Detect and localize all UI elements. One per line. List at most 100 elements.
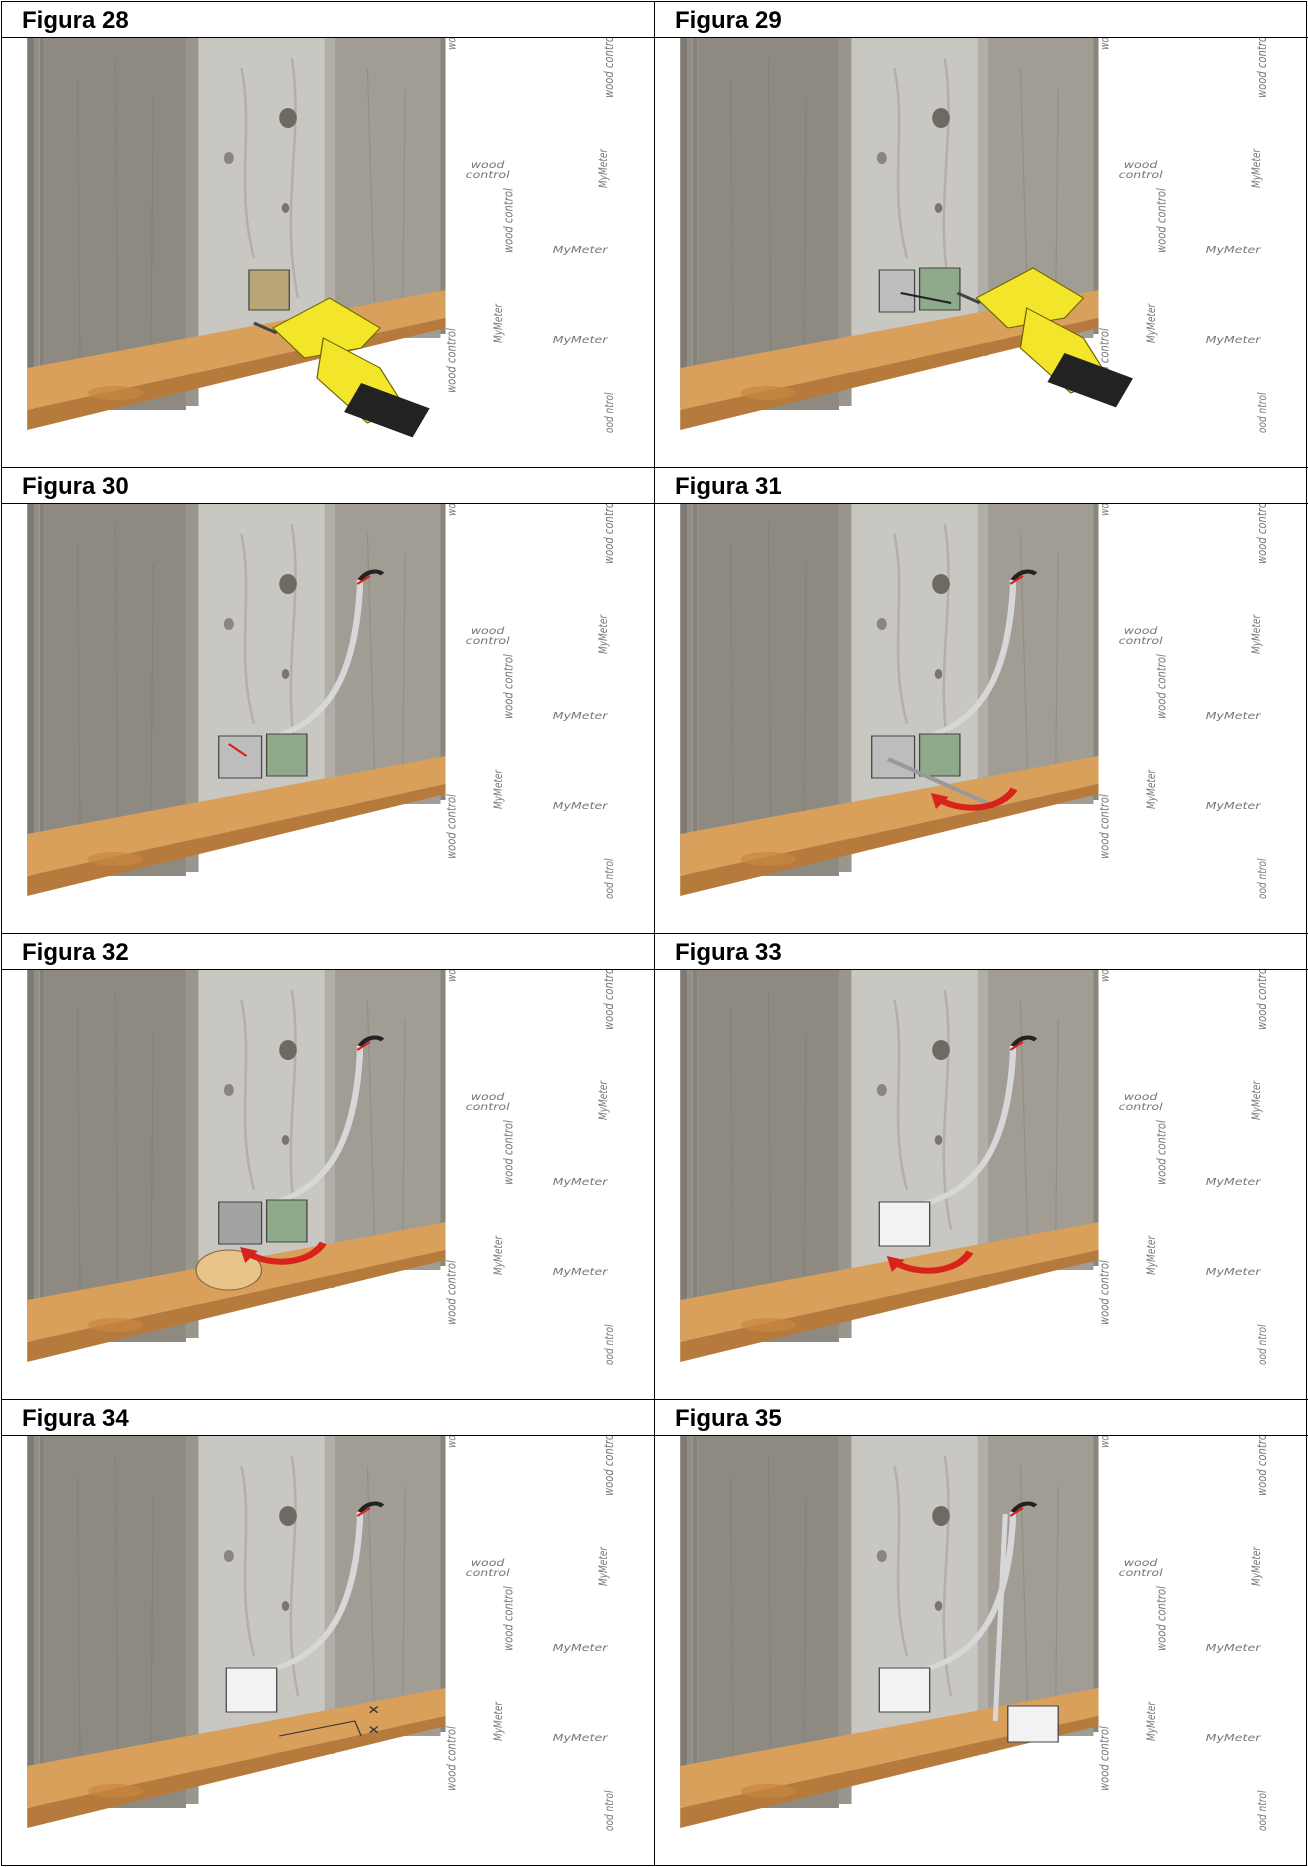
figure-illustration: wood controlwoodcontrolwood controlMyMet… (655, 970, 1307, 1399)
svg-text:wood control: wood control (443, 328, 459, 393)
figure-caption: Figura 29 (655, 2, 1308, 38)
svg-text:MyMeter: MyMeter (493, 1235, 505, 1275)
svg-text:MyMeter: MyMeter (1251, 1546, 1263, 1586)
watermark-text: wood control (447, 1436, 459, 1448)
svg-text:MyMeter: MyMeter (553, 1265, 609, 1277)
svg-text:wood control: wood control (500, 1120, 516, 1185)
svg-text:wood control: wood control (500, 188, 516, 253)
svg-text:ood ntrol: ood ntrol (604, 392, 616, 433)
figure-33: Figura 33 wood controlwoodcontrolwood co… (655, 934, 1308, 1400)
svg-text:wood control: wood control (1254, 504, 1270, 564)
watermark-text: wood control (1100, 38, 1112, 50)
figure-illustration: wood controlwoodcontrolwood controlMyMet… (2, 970, 654, 1399)
svg-text:wood control: wood control (1153, 654, 1169, 719)
figure-caption: Figura 31 (655, 468, 1308, 504)
svg-text:wood control: wood control (1096, 1726, 1112, 1791)
svg-text:control: control (466, 1100, 511, 1112)
svg-text:MyMeter: MyMeter (1251, 148, 1263, 188)
svg-text:ood ntrol: ood ntrol (1257, 1790, 1269, 1831)
svg-text:MyMeter: MyMeter (1206, 1265, 1262, 1277)
svg-text:wood control: wood control (500, 654, 516, 719)
svg-text:✕: ✕ (367, 1723, 380, 1736)
figure-caption: Figura 32 (2, 934, 654, 970)
svg-text:control: control (1119, 168, 1164, 180)
svg-text:ood ntrol: ood ntrol (1257, 858, 1269, 899)
figure-32: Figura 32 wood controlwoodcontrolwood co… (2, 934, 655, 1400)
watermark-text: wood control (1100, 1436, 1112, 1448)
svg-text:MyMeter: MyMeter (1206, 243, 1262, 255)
svg-text:MyMeter: MyMeter (598, 1546, 610, 1586)
svg-text:MyMeter: MyMeter (553, 1731, 609, 1743)
svg-text:wood control: wood control (500, 1586, 516, 1651)
svg-text:ood ntrol: ood ntrol (604, 858, 616, 899)
svg-text:MyMeter: MyMeter (553, 1641, 609, 1653)
svg-text:MyMeter: MyMeter (1206, 333, 1262, 345)
figure-35: Figura 35 wood controlwoodcontrolwood co… (655, 1400, 1308, 1866)
svg-text:ood ntrol: ood ntrol (1257, 392, 1269, 433)
svg-text:wood control: wood control (601, 504, 617, 564)
svg-text:wood control: wood control (1096, 1260, 1112, 1325)
svg-text:MyMeter: MyMeter (553, 799, 609, 811)
figure-31: Figura 31 wood controlwoodcontrolwood co… (655, 468, 1308, 934)
svg-text:MyMeter: MyMeter (1146, 1701, 1158, 1741)
svg-text:MyMeter: MyMeter (493, 1701, 505, 1741)
figure-30: Figura 30 wood controlwoodcontrolwood co… (2, 468, 655, 934)
svg-text:wood control: wood control (601, 970, 617, 1030)
svg-text:MyMeter: MyMeter (1146, 1235, 1158, 1275)
svg-text:MyMeter: MyMeter (1146, 303, 1158, 343)
figure-illustration: wood controlwoodcontrolwood controlMyMet… (2, 1436, 654, 1865)
svg-text:wood control: wood control (1153, 1120, 1169, 1185)
svg-text:MyMeter: MyMeter (1206, 1731, 1262, 1743)
svg-text:control: control (466, 634, 511, 646)
figure-illustration: wood controlwoodcontrolwood controlMyMet… (2, 38, 654, 467)
figure-29: Figura 29 wood controlwoodcontrolwood co… (655, 2, 1308, 468)
svg-text:wood control: wood control (1254, 1436, 1270, 1496)
svg-text:MyMeter: MyMeter (553, 333, 609, 345)
watermark-text: wood control (447, 970, 459, 982)
svg-text:MyMeter: MyMeter (1206, 1175, 1262, 1187)
figure-caption: Figura 28 (2, 2, 654, 38)
svg-text:wood control: wood control (1254, 970, 1270, 1030)
figure-34: Figura 34 wood controlwoodcontrolwood co… (2, 1400, 655, 1866)
svg-text:MyMeter: MyMeter (553, 709, 609, 721)
svg-text:MyMeter: MyMeter (1206, 799, 1262, 811)
svg-text:MyMeter: MyMeter (493, 303, 505, 343)
svg-text:MyMeter: MyMeter (1251, 614, 1263, 654)
figure-28: Figura 28 wood controlwoodcontrolwood co… (2, 2, 655, 468)
svg-text:wood control: wood control (1254, 38, 1270, 98)
watermark-text: wood control (1100, 504, 1112, 516)
watermark-text: wood control (1100, 970, 1112, 982)
svg-text:ood ntrol: ood ntrol (604, 1324, 616, 1365)
svg-text:MyMeter: MyMeter (1206, 709, 1262, 721)
svg-text:✕: ✕ (367, 1703, 380, 1716)
svg-text:MyMeter: MyMeter (598, 1080, 610, 1120)
figure-illustration: wood controlwoodcontrolwood controlMyMet… (2, 504, 654, 933)
svg-text:MyMeter: MyMeter (553, 1175, 609, 1187)
svg-text:MyMeter: MyMeter (1206, 1641, 1262, 1653)
svg-text:MyMeter: MyMeter (1146, 769, 1158, 809)
figure-illustration: wood controlwoodcontrolwood controlMyMet… (655, 1436, 1307, 1865)
svg-text:wood control: wood control (443, 794, 459, 859)
svg-text:MyMeter: MyMeter (1251, 1080, 1263, 1120)
figure-caption: Figura 34 (2, 1400, 654, 1436)
svg-text:control: control (1119, 634, 1164, 646)
svg-text:MyMeter: MyMeter (553, 243, 609, 255)
watermark-text: wood control (447, 504, 459, 516)
svg-text:MyMeter: MyMeter (598, 148, 610, 188)
svg-text:control: control (1119, 1100, 1164, 1112)
watermark-text: wood control (447, 38, 459, 50)
figure-caption: Figura 35 (655, 1400, 1308, 1436)
svg-text:wood control: wood control (1096, 794, 1112, 859)
svg-text:ood ntrol: ood ntrol (604, 1790, 616, 1831)
svg-text:wood control: wood control (1153, 188, 1169, 253)
svg-text:wood control: wood control (443, 1726, 459, 1791)
svg-text:wood control: wood control (601, 38, 617, 98)
svg-text:MyMeter: MyMeter (598, 614, 610, 654)
svg-text:ood ntrol: ood ntrol (1257, 1324, 1269, 1365)
figure-illustration: wood controlwoodcontrolwood controlMyMet… (655, 504, 1307, 933)
figure-caption: Figura 33 (655, 934, 1308, 970)
svg-text:wood control: wood control (601, 1436, 617, 1496)
svg-text:MyMeter: MyMeter (493, 769, 505, 809)
svg-text:wood control: wood control (443, 1260, 459, 1325)
